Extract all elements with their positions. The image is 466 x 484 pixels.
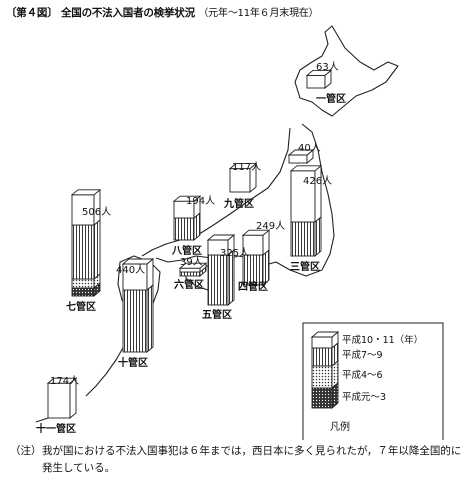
- bar-side-三管区-3: [314, 164, 322, 223]
- bar-top-七管区: [70, 189, 102, 196]
- honshu-north-outline: [301, 123, 335, 271]
- value-label-五管区: 325人: [220, 247, 249, 259]
- bar-segment-六管区-3: [179, 267, 201, 273]
- legend-label-h4-6: 平成4〜6: [342, 369, 383, 381]
- region-label-四管区: 四管区: [238, 280, 268, 293]
- bar-segment-六管区-2: [179, 271, 201, 277]
- bar-top-十管区: [121, 258, 155, 265]
- bar-segment-七管区-2: [71, 224, 95, 280]
- region-label-三管区: 三管区: [290, 260, 320, 273]
- footnote-line-1: 我が国における不法入国事犯は６年までは，西日本に多く見られたが，７年以降全国的に: [42, 445, 462, 457]
- legend-label-h1-3: 平成元〜3: [342, 391, 386, 403]
- legend-swatch-seg-1: [311, 347, 333, 367]
- chart-title: 〔第４図〕 全国の不法入国者の検挙状況 （元年〜11年６月末現在）: [6, 4, 319, 20]
- bar-top-十一管区: [46, 377, 78, 384]
- bar-segment-一管区-3: [306, 74, 326, 89]
- bar-top-二管区: [287, 149, 315, 156]
- footnote-label: （注）: [10, 445, 42, 457]
- bar-segment-十管区-2: [122, 289, 148, 353]
- footnote-line-2: 発生している。: [42, 462, 116, 474]
- footnote: （注）我が国における不法入国事犯は６年までは，西日本に多く見られたが，７年以降全…: [10, 443, 461, 477]
- legend-swatch-seg-2: [311, 365, 333, 389]
- bar-segment-八管区-2: [173, 217, 195, 241]
- value-label-十管区: 440人: [116, 264, 145, 276]
- bar-segment-三管区-3: [290, 170, 316, 223]
- region-label-一管区: 一管区: [316, 92, 346, 105]
- bar-segment-二管区-3: [288, 154, 308, 164]
- legend-swatch-seg-0: [311, 336, 333, 349]
- value-label-六管区: 39人: [180, 256, 203, 268]
- bar-segment-十一管区-3: [47, 382, 71, 419]
- legend-label-h10-11: 平成10・11（年）: [342, 334, 423, 346]
- region-bars: 63人一管区40人二管区426人三管区249人四管区325人五管区39人六管区5…: [36, 61, 346, 435]
- value-label-二管区: 40人: [298, 142, 321, 154]
- region-label-六管区: 六管区: [174, 278, 204, 291]
- bar-top-八管区: [172, 195, 202, 202]
- value-label-九管区: 117人: [232, 161, 261, 173]
- region-label-七管区: 七管区: [66, 300, 96, 313]
- region-label-十一管区: 十一管区: [36, 422, 76, 435]
- bar-side-四管区-2: [262, 249, 270, 286]
- figure-number: 〔第４図〕: [6, 7, 58, 19]
- bar-segment-七管区-0: [71, 287, 95, 297]
- legend-swatch-side-3: [331, 382, 339, 409]
- legend-swatch: [310, 331, 340, 409]
- legend-swatch-seg-3: [311, 387, 333, 409]
- bar-top-六管区: [178, 262, 208, 269]
- legend-label-h7-9: 平成7〜9: [342, 349, 383, 361]
- hokkaido-outline: [294, 25, 399, 117]
- region-label-九管区: 九管区: [223, 197, 254, 210]
- value-label-一管区: 63人: [316, 61, 339, 73]
- honshu-south-outline: [155, 255, 323, 277]
- legend-title: 凡例: [330, 420, 350, 433]
- bar-top-五管区: [206, 234, 236, 241]
- value-label-四管区: 249人: [256, 220, 285, 232]
- japan-map-chart: 63人一管区40人二管区426人三管区249人四管区325人五管区39人六管区5…: [35, 25, 444, 440]
- bar-segment-五管区-2: [207, 254, 229, 306]
- legend-swatch-top: [310, 331, 340, 338]
- honshu-west-outline: [141, 127, 291, 257]
- bar-side-七管区-2: [93, 219, 101, 280]
- region-label-五管区: 五管区: [202, 308, 232, 321]
- region-label-十管区: 十管区: [118, 356, 148, 369]
- title-note: （元年〜11年６月末現在）: [198, 8, 319, 19]
- bar-segment-四管区-2: [242, 254, 264, 286]
- bar-top-四管区: [241, 229, 271, 236]
- bar-segment-七管区-1: [71, 278, 95, 289]
- legend: 平成10・11（年） 平成7〜9 平成4〜6 平成元〜3 凡例: [302, 322, 444, 440]
- bar-segment-三管区-2: [290, 221, 316, 257]
- region-label-八管区: 八管区: [171, 244, 202, 257]
- bar-top-一管区: [305, 69, 333, 76]
- bar-top-九管区: [228, 163, 258, 170]
- value-label-八管区: 194人: [186, 195, 215, 207]
- bar-side-十管区-2: [146, 284, 154, 353]
- value-label-十一管区: 174人: [50, 375, 79, 387]
- bar-side-三管区-2: [314, 216, 322, 257]
- bar-top-三管区: [289, 165, 323, 172]
- value-label-三管区: 426人: [303, 175, 332, 187]
- value-label-七管区: 506人: [82, 206, 111, 218]
- title-text: 全国の不法入国者の検挙状況: [60, 7, 195, 19]
- bar-segment-十管区-3: [122, 263, 148, 291]
